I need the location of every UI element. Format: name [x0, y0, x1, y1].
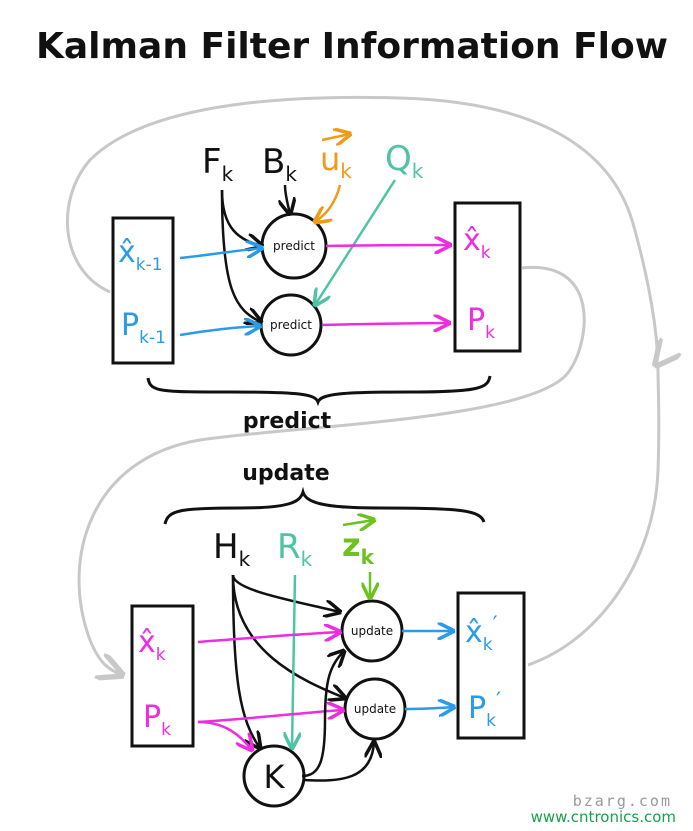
update-node-state-label: update — [351, 624, 393, 638]
arrow-r-to-gain — [292, 574, 295, 748]
update-left-state-box — [130, 604, 195, 748]
arrow-gain-to-update-cov — [303, 742, 374, 782]
arrow-f-to-predict-state — [220, 189, 262, 246]
feedback-loop-right-predict — [77, 266, 586, 675]
x-hat-k-prior: x̂k — [138, 625, 166, 665]
feedback-loop-right-update — [527, 367, 661, 667]
update-right-state-box — [456, 591, 526, 740]
predict-right-state-box — [453, 201, 522, 353]
arrow-x-to-predict — [179, 248, 262, 260]
input-q-k: Qk — [385, 139, 424, 183]
predict-brace — [146, 375, 492, 407]
diagram-title: Kalman Filter Information Flow — [36, 26, 668, 67]
predict-left-state-box — [111, 216, 175, 365]
arrow-h-to-update-state — [231, 574, 340, 612]
arrow-update-to-p-posterior — [404, 707, 454, 709]
arrow-p-prior-to-gain — [197, 720, 252, 750]
predict-node-covariance-label: predict — [270, 318, 312, 332]
x-hat-k-predicted: x̂k — [463, 223, 491, 263]
x-hat-k-posterior: x̂k′ — [465, 613, 498, 655]
arrow-predict-to-x — [325, 245, 450, 246]
u-k-vector-arrow — [321, 134, 350, 140]
z-k-vector-arrow — [342, 520, 374, 525]
x-hat-k-minus-1: x̂k-1 — [118, 235, 163, 275]
input-h-k: Hk — [213, 527, 251, 571]
update-node-covariance-label: update — [354, 702, 396, 716]
arrow-f-to-predict-cov — [220, 189, 261, 322]
p-k-predicted: Pk — [467, 303, 495, 343]
input-b-k: Bk — [262, 142, 297, 186]
arrow-gain-to-update-state — [301, 651, 344, 778]
feedback-loop-top — [65, 95, 657, 365]
arrow-p-prior-to-update — [197, 710, 343, 724]
p-k-posterior: Pk′ — [468, 689, 501, 731]
arrow-u-to-predict — [315, 184, 342, 222]
input-u-k: uk — [320, 140, 352, 183]
input-f-k: Fk — [202, 142, 234, 186]
predict-node-state-label: predict — [273, 239, 315, 253]
p-k-minus-1: Pk-1 — [121, 308, 166, 348]
input-z-k: zk — [342, 526, 375, 569]
update-brace-label: update — [242, 461, 329, 486]
watermark-cntronics: www.cntronics.com — [531, 808, 676, 826]
arrow-x-prior-to-update — [197, 632, 340, 644]
arrow-p-to-predict — [179, 326, 260, 337]
p-k-prior: Pk — [143, 700, 171, 740]
arrow-b-to-predict — [285, 184, 290, 214]
predict-brace-label: predict — [243, 409, 332, 434]
gain-node-k-label: K — [264, 758, 286, 796]
arrow-q-to-predict-cov — [315, 179, 397, 305]
input-r-k: Rk — [277, 527, 313, 571]
arrow-predict-to-p — [321, 323, 449, 325]
update-brace — [163, 486, 486, 525]
watermark-bzarg: bzarg.com — [573, 792, 672, 810]
